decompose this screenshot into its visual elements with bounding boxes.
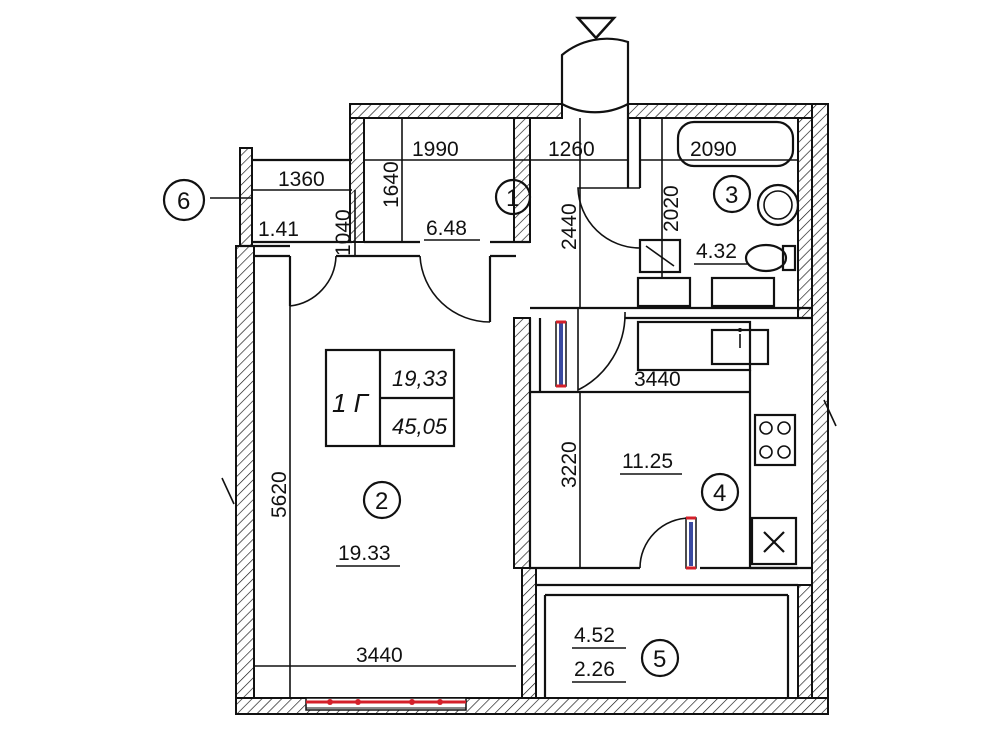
ventilation-shaft (750, 516, 798, 566)
dim-3440-living: 3440 (356, 644, 403, 667)
area-room-6: 1.41 (258, 218, 299, 241)
dim-3220: 3220 (558, 441, 581, 488)
stamp-total-area: 45,05 (392, 414, 448, 439)
entrance-triangle-icon (575, 16, 617, 40)
dim-2020: 2020 (660, 185, 683, 232)
windows (305, 320, 697, 711)
dimension-texts: 1990 1260 2090 1360 1640 1040 2440 2020 … (268, 138, 737, 667)
room-areas: 6.48 19.33 4.32 11.25 4.52 2.26 1.41 (258, 217, 748, 683)
dim-2440: 2440 (558, 203, 581, 250)
toilet (744, 243, 797, 273)
doors (289, 37, 691, 569)
area-room-5-primary: 4.52 (574, 624, 615, 647)
kitchen-counters (636, 276, 798, 570)
dim-1990: 1990 (412, 138, 459, 161)
area-room-2: 19.33 (338, 542, 391, 565)
dim-1260: 1260 (548, 138, 595, 161)
washbasin (756, 183, 800, 227)
area-room-4: 11.25 (622, 450, 673, 473)
room-number-1: 1 (506, 185, 519, 212)
dim-1040: 1040 (332, 209, 355, 256)
stamp-apartment-label: 1 Г (332, 388, 370, 418)
room-markers: 1 2 3 4 5 6 (162, 174, 752, 678)
stamp-living-area: 19,33 (392, 366, 448, 391)
apartment-stamp: 1 Г 19,33 45,05 (324, 348, 456, 448)
dim-2090: 2090 (690, 138, 737, 161)
dim-5620: 5620 (268, 471, 291, 518)
room-number-2: 2 (375, 488, 388, 515)
dim-1640: 1640 (380, 161, 403, 208)
walls (235, 103, 829, 715)
room-number-3: 3 (725, 182, 738, 209)
cooktop (753, 413, 797, 467)
dim-3440-kitchen: 3440 (634, 368, 681, 391)
washing-machine (638, 238, 682, 274)
room-number-5: 5 (653, 646, 666, 673)
area-room-3: 4.32 (696, 240, 737, 263)
bathtub (676, 120, 795, 168)
room-number-4: 4 (713, 480, 726, 507)
dimension-lines (210, 118, 837, 698)
room-number-6: 6 (177, 188, 190, 215)
dim-1360: 1360 (278, 168, 325, 191)
area-room-1: 6.48 (426, 217, 467, 240)
area-room-5-secondary: 2.26 (574, 658, 615, 681)
